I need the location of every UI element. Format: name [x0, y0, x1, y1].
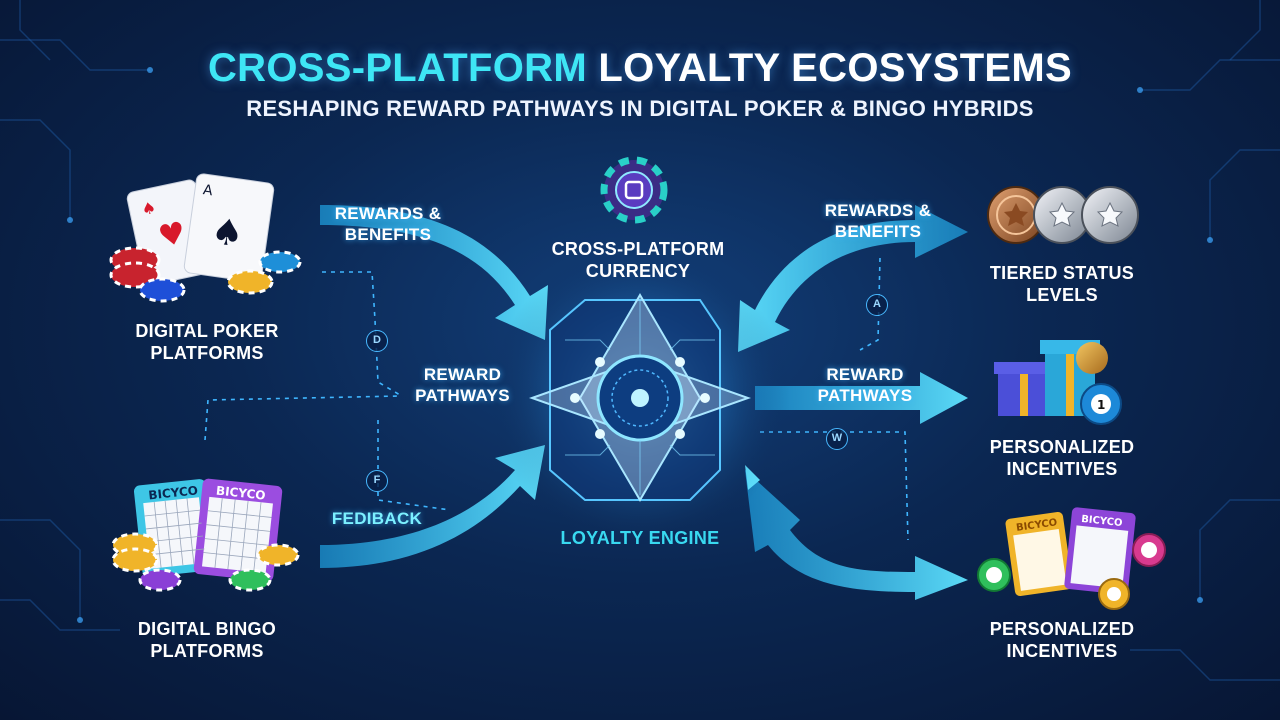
- right-pathways-line1: REWARD: [826, 365, 904, 384]
- bingo-label-line2: PLATFORMS: [150, 641, 264, 661]
- gift-icon: [994, 340, 1108, 416]
- right-pathways-line2: PATHWAYS: [817, 386, 913, 405]
- tiers-label-line2: LEVELS: [1026, 285, 1098, 305]
- right-rewards-line2: BENEFITS: [834, 222, 922, 241]
- left-rewards-line1: REWARDS &: [334, 204, 442, 223]
- circuit-lines: [0, 0, 1280, 681]
- connector-badge-f: F: [366, 470, 388, 492]
- poker-chips-icon: [109, 246, 302, 303]
- flow-left-rewards: REWARDS & BENEFITS: [318, 203, 458, 245]
- left-rewards-line2: BENEFITS: [344, 225, 432, 244]
- incentives1-line1: PERSONALIZED: [989, 437, 1135, 457]
- svg-text:♠: ♠: [209, 211, 247, 256]
- incentives2-line1: PERSONALIZED: [989, 619, 1135, 639]
- poker-platforms-label: DIGITAL POKER PLATFORMS: [97, 320, 317, 364]
- connector-badge-d: D: [366, 330, 388, 352]
- bingo-chips-icon: [111, 532, 300, 592]
- incentives2-line2: INCENTIVES: [1006, 641, 1118, 661]
- left-pathways-line1: REWARD: [423, 365, 502, 384]
- poker-label-line2: PLATFORMS: [150, 343, 264, 363]
- page-subtitle: RESHAPING REWARD PATHWAYS IN DIGITAL POK…: [246, 96, 1034, 121]
- bingo-card-header-2: BICYCO: [215, 484, 266, 503]
- page-title: CROSS-PLATFORM LOYALTY ECOSYSTEMS: [0, 46, 1280, 91]
- personalized-incentives-label-2: PERSONALIZED INCENTIVES: [952, 618, 1172, 662]
- bingo-platforms-label: DIGITAL BINGO PLATFORMS: [97, 618, 317, 662]
- right-rewards-line1: REWARDS &: [824, 201, 932, 220]
- medal-icon: [987, 186, 1139, 244]
- loyalty-engine-label: LOYALTY ENGINE: [560, 528, 720, 548]
- bingo-card-header-1: BICYCO: [148, 483, 199, 502]
- svg-text:♠: ♠: [140, 198, 158, 220]
- personalized-incentives-label-1: PERSONALIZED INCENTIVES: [952, 436, 1172, 480]
- bingo-ball-icon-right: [977, 533, 1166, 610]
- currency-label-line1: CROSS-PLATFORM: [551, 239, 725, 259]
- title-accent: CROSS-PLATFORM: [207, 46, 587, 90]
- connector-badge-a: A: [866, 294, 888, 316]
- flow-feedback: FEDIBACK: [331, 509, 423, 528]
- incentives1-line2: INCENTIVES: [1006, 459, 1118, 479]
- left-pathways-line2: PATHWAYS: [415, 386, 510, 405]
- flow-right-pathways: REWARD PATHWAYS: [795, 364, 935, 406]
- circuit-nodes: [67, 67, 1213, 623]
- connector-badge-w: W: [826, 428, 848, 450]
- currency-label: CROSS-PLATFORM CURRENCY: [528, 238, 748, 282]
- tiered-status-label: TIERED STATUS LEVELS: [952, 262, 1172, 306]
- playing-cards-icon: ♠ ♥ ♠ A: [126, 173, 275, 286]
- svg-text:1: 1: [1097, 398, 1105, 412]
- arrow-engine-to-incentives1: [755, 372, 968, 424]
- bingo-ball-icon: 1: [1080, 383, 1122, 425]
- arrow-engine-to-tiers: [738, 205, 968, 352]
- poker-label-line1: DIGITAL POKER: [135, 321, 279, 341]
- arrow-engine-to-incentives2: [745, 470, 968, 600]
- currency-label-line2: CURRENCY: [585, 261, 691, 281]
- bingo-card-icon-right: [1005, 507, 1136, 597]
- dashed-connectors: [204, 257, 909, 541]
- title-rest: LOYALTY ECOSYSTEMS: [598, 46, 1073, 90]
- bingo-label-line1: DIGITAL BINGO: [137, 619, 277, 639]
- bingo-card-header-4: BICYCO: [1081, 514, 1123, 529]
- loyalty-engine: [490, 248, 790, 548]
- currency-chip-icon: [600, 156, 668, 224]
- flow-right-rewards: REWARDS & BENEFITS: [808, 200, 948, 242]
- svg-text:A: A: [202, 182, 214, 199]
- tiers-label-line1: TIERED STATUS: [989, 263, 1135, 283]
- flow-left-pathways: REWARD PATHWAYS: [395, 364, 530, 406]
